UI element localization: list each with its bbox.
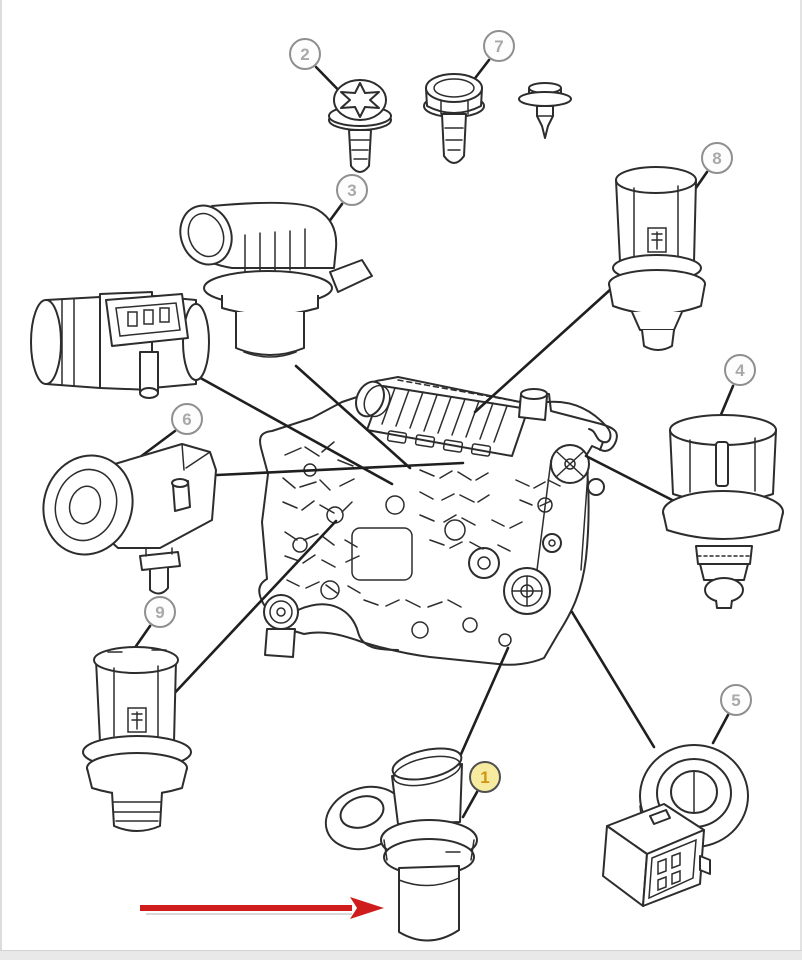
part-9-temp-sensor (82, 646, 192, 832)
leader-callout-4 (718, 384, 735, 419)
red-arrow (140, 897, 384, 919)
callout-1[interactable]: 1 (469, 761, 501, 793)
part-6-map-sensor (42, 443, 217, 595)
callout-4[interactable]: 4 (724, 354, 756, 386)
torx-head (340, 82, 380, 118)
callout-3[interactable]: 3 (336, 174, 368, 206)
callout-9[interactable]: 9 (144, 596, 176, 628)
mounting-tab (329, 259, 373, 293)
engine-illustration (258, 376, 618, 666)
part-maf-sensor (30, 291, 210, 399)
part-push-pin-fastener (518, 82, 572, 139)
leader-callout-5 (711, 713, 730, 745)
callout-7[interactable]: 7 (483, 30, 515, 62)
callout-2[interactable]: 2 (289, 38, 321, 70)
leader-sensor4-to-engine (584, 454, 680, 505)
callout-5[interactable]: 5 (720, 684, 752, 716)
page-bottom-edge (0, 950, 802, 960)
callout-6[interactable]: 6 (171, 403, 203, 435)
part-4-sensor (662, 414, 784, 609)
callout-8[interactable]: 8 (701, 142, 733, 174)
leader-sensor9-to-engine (167, 519, 338, 701)
leader-sensor3-to-engine (294, 364, 412, 470)
intake-inlet (355, 380, 385, 418)
leader-callout-9 (132, 624, 152, 651)
part-2-torx-screw (328, 79, 392, 173)
part-5-knock-sensor (602, 744, 749, 907)
page-left-edge (0, 0, 2, 960)
part-7-hex-bolt (423, 73, 485, 164)
part-1-cam-sensor (324, 747, 478, 942)
page-right-edge (800, 0, 802, 960)
leader-maf-to-engine (184, 368, 394, 486)
leader-sensor8-to-engine (473, 287, 613, 414)
leader-sensor5-to-engine (570, 610, 656, 749)
leader-sensor6-to-engine (215, 461, 465, 477)
part-3-cam-sensor (179, 201, 373, 358)
exhaust-outlet (263, 594, 299, 630)
leader-sensor1-to-engine (456, 646, 510, 763)
part-8-temp-sensor (608, 166, 706, 351)
leader-callout-1 (461, 790, 479, 819)
